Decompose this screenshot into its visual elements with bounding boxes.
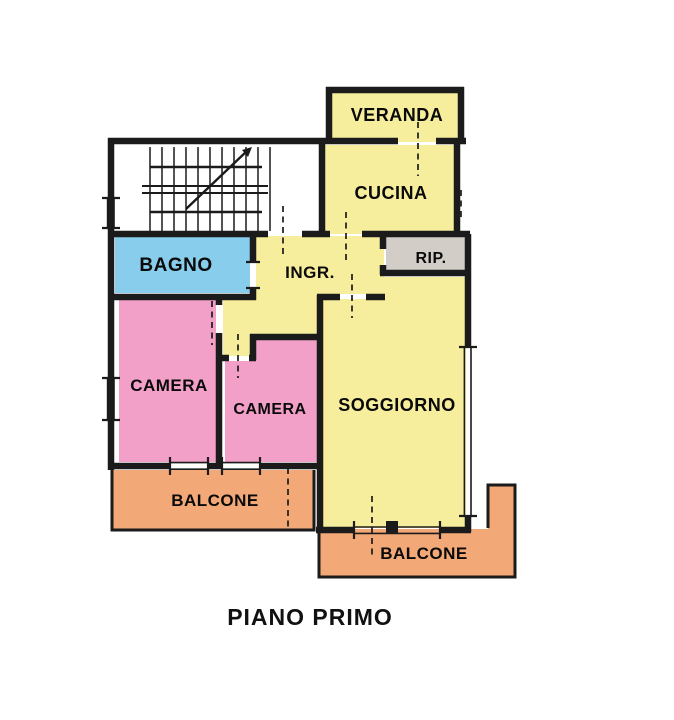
room-rip bbox=[386, 237, 465, 271]
door-swing-dashes bbox=[211, 122, 462, 558]
window-ticks bbox=[102, 196, 477, 539]
label-cucina: CUCINA bbox=[355, 183, 428, 203]
page-title: PIANO PRIMO bbox=[227, 604, 393, 630]
stairs-up-arrowhead bbox=[242, 147, 252, 157]
room-labels: VERANDA CUCINA RIP. INGR. BAGNO CAMERA C… bbox=[130, 105, 468, 563]
room-camera-2 bbox=[225, 339, 317, 462]
room-ingresso bbox=[223, 236, 384, 356]
label-ingresso: INGR. bbox=[285, 263, 335, 282]
door-pivot-square bbox=[386, 521, 398, 533]
label-camera-2: CAMERA bbox=[233, 401, 306, 418]
room-balcone-1 bbox=[113, 470, 314, 529]
label-balcone-1: BALCONE bbox=[171, 491, 259, 510]
room-veranda bbox=[329, 90, 461, 142]
label-camera-1: CAMERA bbox=[130, 376, 208, 395]
room-balcone-2 bbox=[319, 485, 515, 577]
room-fills bbox=[113, 90, 515, 577]
label-soggiorno: SOGGIORNO bbox=[338, 395, 456, 415]
balcony-rails bbox=[110, 470, 517, 579]
room-soggiorno bbox=[322, 277, 466, 528]
staircase-room bbox=[115, 145, 317, 231]
label-balcone-2: BALCONE bbox=[380, 544, 468, 563]
label-rip: RIP. bbox=[415, 250, 446, 267]
label-veranda: VERANDA bbox=[351, 105, 444, 125]
room-camera-1 bbox=[119, 300, 216, 462]
room-bagno bbox=[115, 237, 250, 293]
staircase-icon bbox=[142, 147, 271, 231]
room-cucina bbox=[325, 145, 454, 234]
label-bagno: BAGNO bbox=[139, 255, 212, 276]
walls bbox=[107, 86, 472, 534]
